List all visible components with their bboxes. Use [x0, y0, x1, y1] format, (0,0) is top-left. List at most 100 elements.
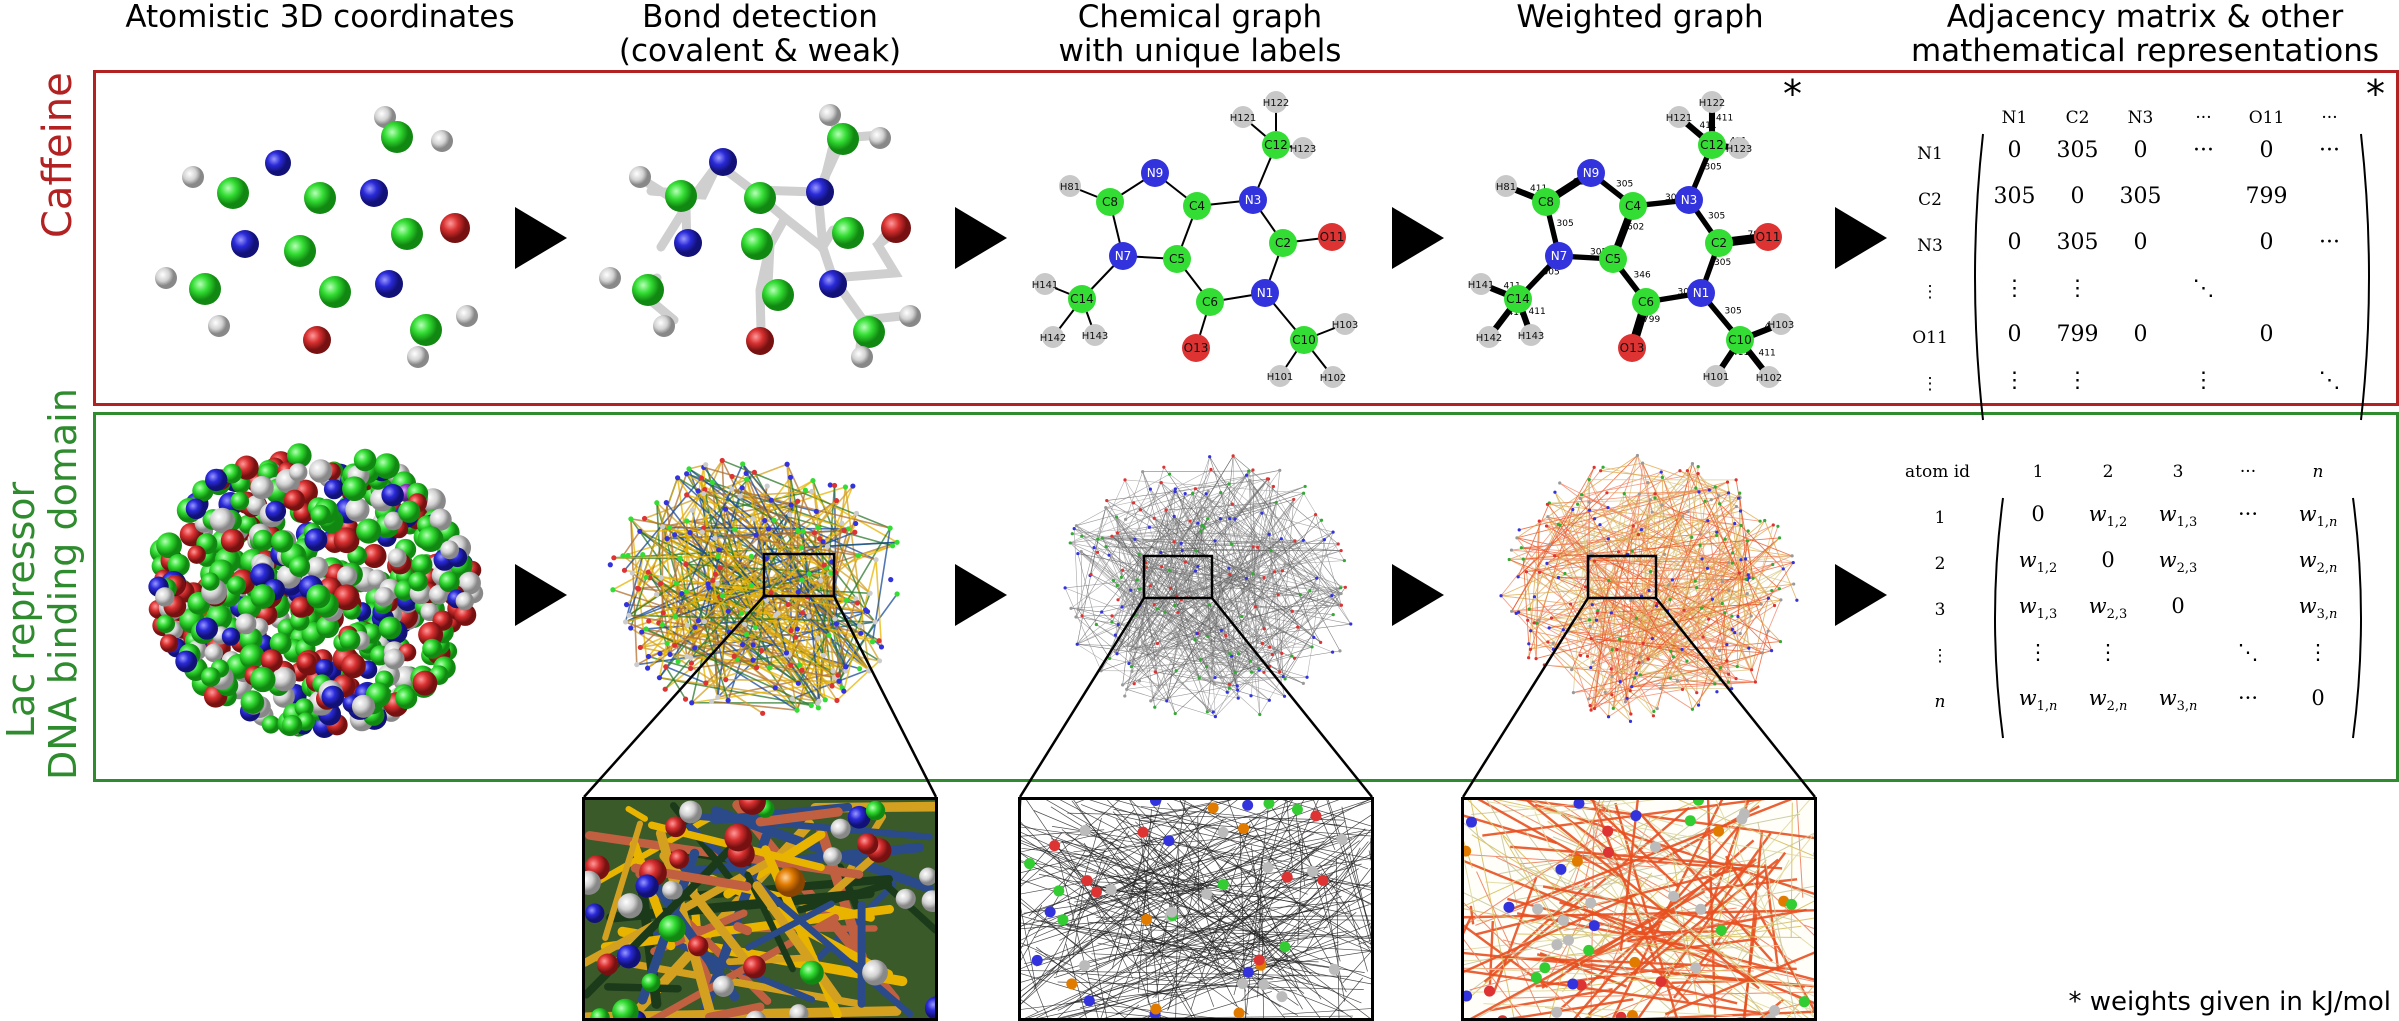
atom-label: H141	[1032, 280, 1059, 291]
network-node	[1110, 620, 1114, 624]
atom-node	[1668, 106, 1690, 128]
network-edge	[690, 573, 810, 664]
network-node	[753, 532, 759, 538]
matrix-cell: 305	[2119, 184, 2162, 209]
network-node	[610, 587, 616, 593]
network-node	[659, 524, 666, 530]
atom-node	[1292, 137, 1314, 159]
network-node	[628, 516, 634, 522]
protein-atom	[454, 603, 477, 626]
network-edge	[647, 500, 838, 669]
network-node	[1312, 635, 1316, 639]
network-edge	[1128, 482, 1162, 548]
network-edge	[1130, 590, 1149, 650]
network-node	[813, 508, 819, 515]
network-node	[640, 551, 646, 558]
atom-label: H142	[1476, 333, 1503, 344]
network-node	[894, 539, 900, 545]
protein-atom	[304, 528, 328, 552]
network-edge	[1077, 553, 1342, 606]
network-node	[1173, 490, 1177, 494]
network-edge	[1100, 543, 1182, 671]
network-node	[1213, 675, 1217, 680]
atom-node	[1334, 313, 1356, 335]
network-edge	[647, 571, 799, 684]
network-node	[684, 653, 690, 659]
atom-node	[1520, 324, 1542, 346]
network-node	[673, 580, 679, 587]
network-edge	[1194, 639, 1239, 699]
network-node	[857, 623, 863, 629]
atom-node	[1577, 159, 1605, 187]
network-node	[1249, 670, 1254, 674]
network-node	[667, 651, 673, 658]
network-edge	[1165, 565, 1200, 678]
network-node	[684, 471, 690, 477]
network-edge	[1150, 593, 1342, 702]
lac-repressor-row-panel	[93, 412, 2399, 782]
network-edge	[1209, 593, 1342, 678]
network-node	[1163, 564, 1168, 568]
network-node	[1212, 682, 1216, 686]
matrix-brackets	[1974, 133, 2370, 421]
network-edge	[1246, 502, 1277, 579]
network-edge	[1169, 473, 1342, 606]
protein-atom	[288, 555, 311, 578]
network-edge	[1228, 568, 1252, 673]
protein-atom	[185, 498, 207, 520]
network-node	[699, 529, 705, 535]
protein-atom	[235, 613, 257, 635]
matrix-cell: ⋮	[2066, 276, 2089, 301]
protein-atom	[283, 489, 306, 511]
network-node	[832, 616, 838, 622]
edge-weight-label: 305	[1665, 193, 1682, 203]
matrix-cell: 0	[2133, 138, 2148, 163]
network-edge	[1076, 516, 1175, 645]
matrix-row-header: N1	[1917, 144, 1943, 164]
network-node	[841, 688, 847, 694]
network-node	[1270, 652, 1274, 657]
matrix-cell: 305	[1993, 184, 2036, 209]
network-node	[1115, 531, 1120, 535]
atom-label: N9	[1583, 166, 1600, 180]
protein-atom	[175, 650, 198, 673]
network-node	[643, 626, 649, 632]
atom-label: H101	[1703, 372, 1730, 383]
matrix-cell: 0	[2133, 230, 2148, 255]
atom-label: H102	[1756, 373, 1783, 384]
atom-node	[1478, 326, 1500, 348]
atom-label: C8	[1102, 195, 1118, 209]
network-node	[1176, 587, 1180, 591]
edge-weight-label: 346	[1634, 271, 1651, 281]
network-node	[799, 577, 805, 583]
atom-label: H123	[1290, 144, 1317, 155]
network-edge	[1161, 482, 1232, 545]
network-edge	[1300, 594, 1315, 638]
atom-node	[1705, 365, 1727, 387]
network-node	[841, 527, 847, 534]
network-node	[729, 486, 735, 492]
network-node	[684, 622, 690, 628]
network-edge	[1203, 486, 1306, 528]
edge-weight-label: 799	[1643, 315, 1660, 325]
network-node	[818, 577, 824, 583]
network-edge	[801, 579, 836, 620]
protein-atom	[323, 478, 345, 500]
network-node	[645, 665, 651, 671]
network-node	[719, 457, 725, 464]
atom-node	[1068, 285, 1096, 313]
network-node	[1123, 517, 1128, 521]
atom-node	[1504, 285, 1532, 313]
matrix-cell: ···	[2193, 138, 2214, 163]
network-node	[795, 589, 801, 595]
network-node	[1245, 473, 1249, 477]
network-edge	[1229, 589, 1318, 685]
network-edge	[1229, 499, 1295, 689]
network-edge	[741, 487, 830, 575]
atom-label: N7	[1551, 249, 1568, 263]
network-node	[1138, 508, 1143, 512]
network-node	[739, 610, 745, 616]
atom-node	[1701, 91, 1723, 113]
